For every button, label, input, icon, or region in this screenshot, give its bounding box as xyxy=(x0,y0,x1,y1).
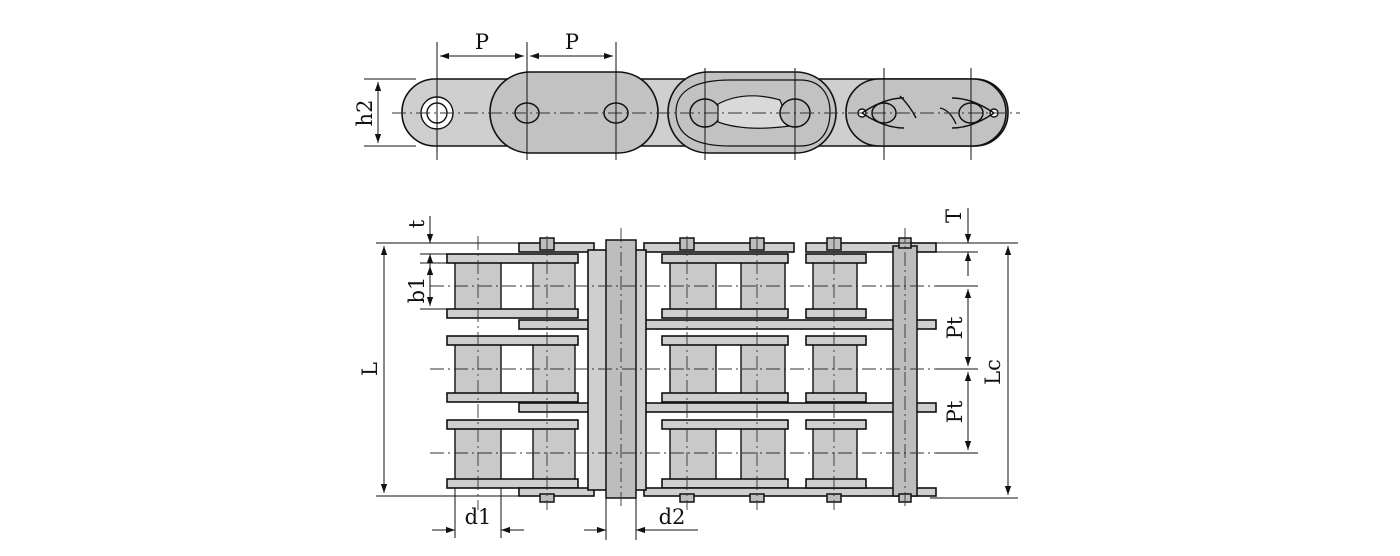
bottom-view: t b1 L d1 d2 T Pt Pt xyxy=(358,208,1018,540)
transverse-pitch-label-2: Pt xyxy=(943,400,967,423)
pitch-label-2: P xyxy=(565,30,579,54)
link-plate-T-label: T xyxy=(942,209,966,223)
pitch-label-1: P xyxy=(475,30,489,54)
roller-strands xyxy=(454,261,858,481)
bottom-centre-lines xyxy=(430,228,948,510)
offset-link-inner-outline xyxy=(675,79,831,147)
top-view: P P h2 xyxy=(353,30,1020,160)
plate-thickness-label: t xyxy=(405,219,429,228)
inner-width-label: b1 xyxy=(405,277,429,304)
roller-diameter-label: d1 xyxy=(465,505,492,529)
total-length-label: L xyxy=(358,362,382,376)
plate-height-label: h2 xyxy=(353,100,377,127)
transverse-pitch-label-1: Pt xyxy=(943,316,967,339)
pin-diameter-label: d2 xyxy=(659,505,686,529)
connecting-length-label: Lc xyxy=(981,359,1005,385)
link-plates xyxy=(446,242,937,497)
top-vertical-marks xyxy=(436,42,972,160)
spring-clip-plate xyxy=(845,78,1007,147)
offset-web xyxy=(717,95,791,129)
